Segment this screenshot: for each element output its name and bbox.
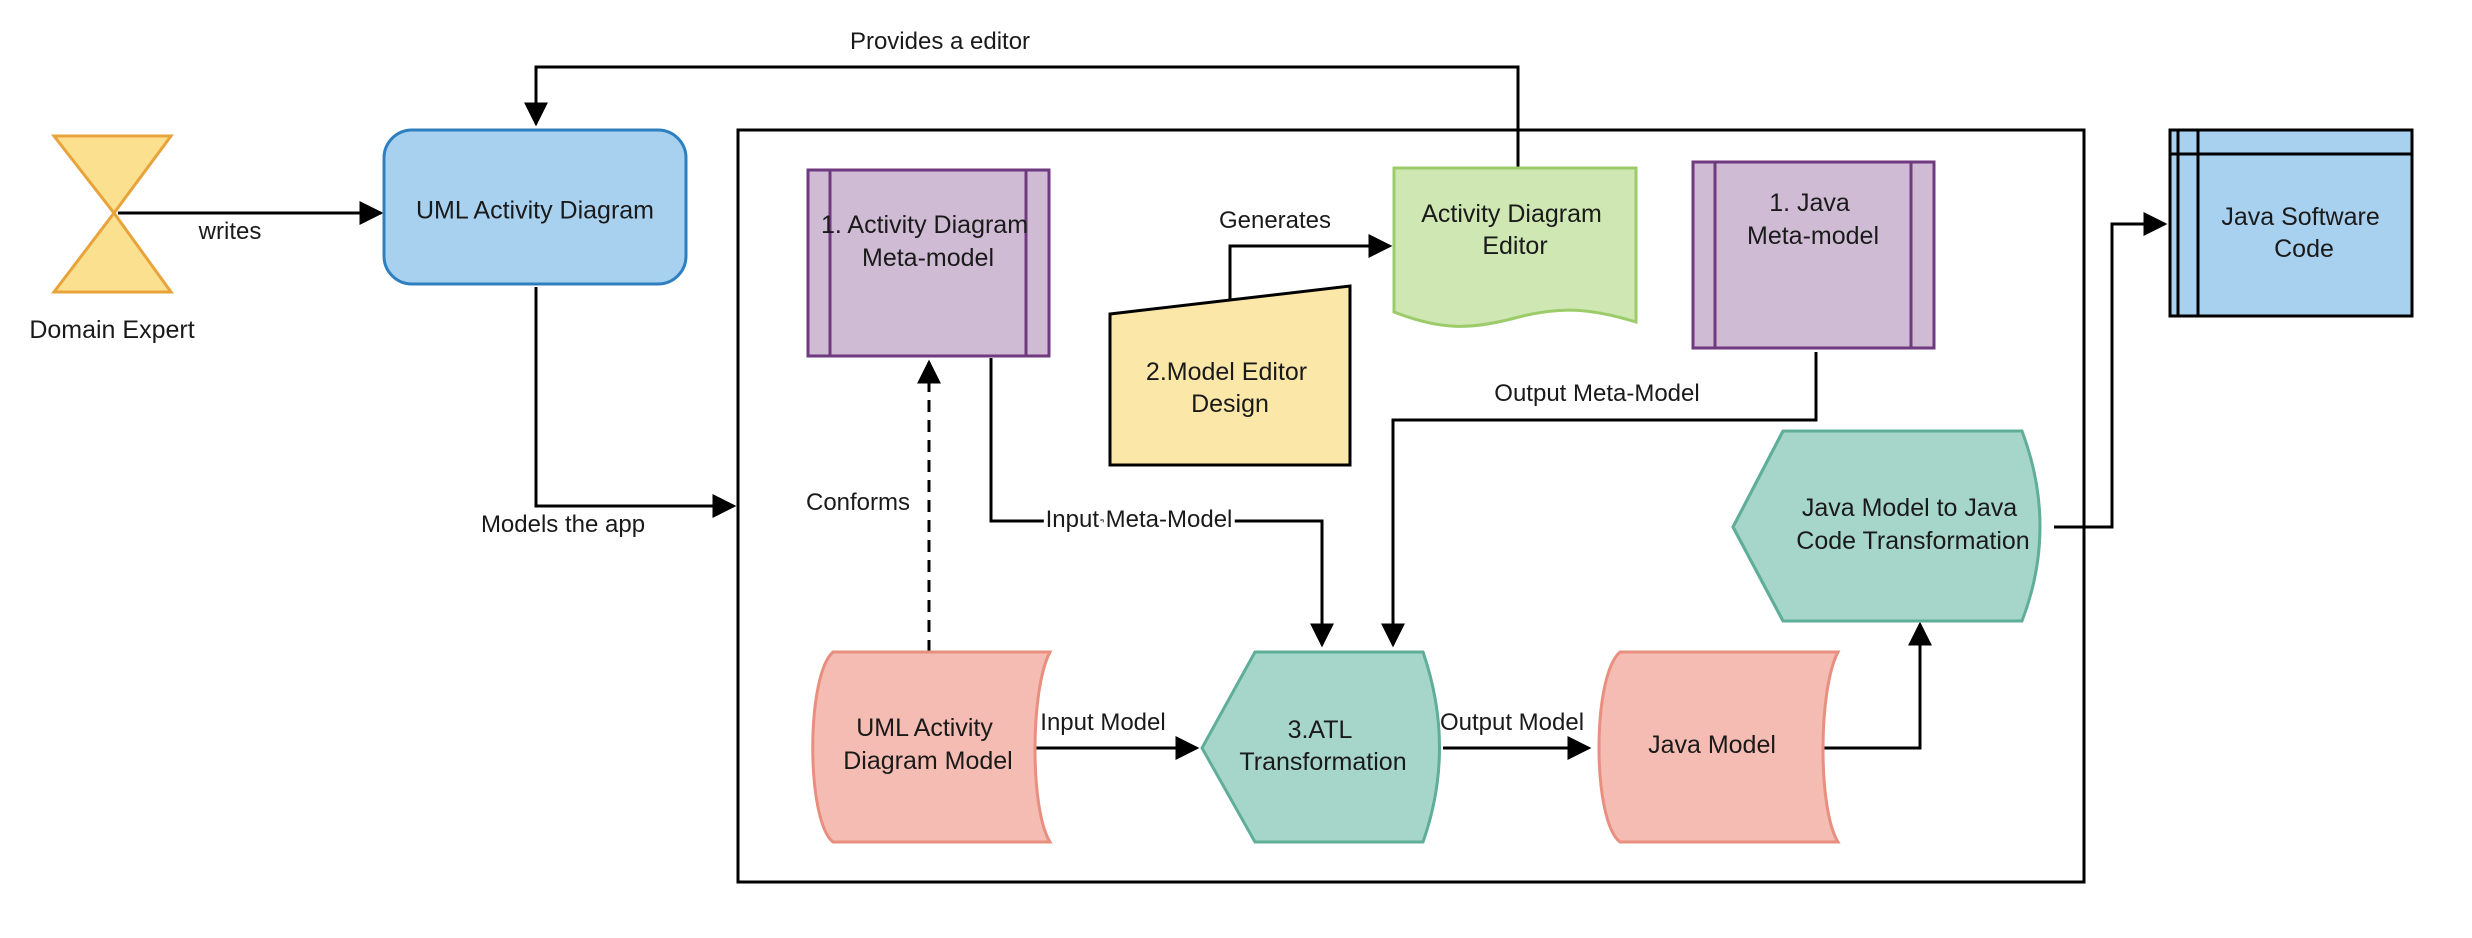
java-model-to-code-line1: Java Model to Java xyxy=(1802,494,2017,522)
label-output-model: Output Model xyxy=(1440,709,1584,736)
java-software-code-line1: Java Software xyxy=(2221,203,2379,231)
model-editor-design-line2: Design xyxy=(1191,390,1269,418)
activity-diagram-editor-label: Activity Diagram Editor xyxy=(1421,200,1609,260)
activity-metamodel-line2: Meta-model xyxy=(862,244,994,272)
uml-activity-model-label: UML Activity Diagram Model xyxy=(843,714,1013,775)
edge-generates xyxy=(1228,234,1393,301)
atl-transformation-line2: Transformation xyxy=(1239,748,1406,776)
activity-metamodel-line1: 1. Activity Diagram xyxy=(821,211,1028,239)
java-software-code-label: Java Software Code xyxy=(2221,203,2386,263)
java-model-label: Java Model xyxy=(1648,731,1776,759)
label-generates: Generates xyxy=(1219,207,1331,234)
java-model-to-code-shape xyxy=(1731,430,1785,622)
activity-diagram-editor-line1: Activity Diagram xyxy=(1421,200,1602,228)
activity-metamodel-node[interactable] xyxy=(806,168,1051,358)
atl-transformation-line1: 3.ATL xyxy=(1288,716,1353,744)
label-input-metamodel: Input Meta-Model xyxy=(1046,506,1233,533)
java-model-to-code-label: Java Model to Java Code Transformation xyxy=(1796,494,2029,555)
model-editor-design-node[interactable] xyxy=(1108,284,1352,467)
system-boundary xyxy=(736,128,2086,884)
java-metamodel-label: 1. Java Meta-model xyxy=(1747,189,1879,250)
label-provides-editor: Provides a editor xyxy=(850,28,1030,55)
java-software-code-line2: Code xyxy=(2274,235,2334,263)
java-metamodel-node[interactable] xyxy=(1691,160,1936,350)
activity-diagram-editor-line2: Editor xyxy=(1482,232,1547,260)
hourglass-actor-icon xyxy=(50,134,174,294)
java-metamodel-line2: Meta-model xyxy=(1747,222,1879,250)
java-model-to-code-node[interactable] xyxy=(1731,429,2042,623)
model-editor-design-line1: 2.Model Editor xyxy=(1146,358,1307,386)
java-software-code-node[interactable] xyxy=(2168,128,2414,318)
java-model-node[interactable] xyxy=(1597,650,1841,844)
label-input-model: Input Model xyxy=(1040,709,1165,736)
edge-input-metamodel xyxy=(989,358,1334,648)
java-metamodel-line1: 1. Java xyxy=(1769,189,1850,217)
activity-diagram-editor-node[interactable] xyxy=(1392,166,1638,328)
edge-output-metamodel xyxy=(1381,352,1818,648)
label-conforms: Conforms xyxy=(806,489,910,516)
edge-to-java-code xyxy=(2054,212,2168,529)
label-writes: writes xyxy=(198,218,262,245)
edge-models-app xyxy=(534,287,737,518)
edge-provides-editor xyxy=(524,65,1520,168)
model-editor-design-label: 2.Model Editor Design xyxy=(1146,358,1314,418)
java-model-to-code-line2: Code Transformation xyxy=(1796,527,2029,555)
uml-activity-model-line1: UML Activity xyxy=(856,714,993,742)
label-models-app: Models the app xyxy=(481,511,645,538)
uml-activity-model-node[interactable] xyxy=(811,650,1053,844)
edge-java-model-to-transform xyxy=(1813,621,1932,750)
uml-activity-model-line2: Diagram Model xyxy=(843,747,1013,775)
uml-activity-diagram-node[interactable] xyxy=(382,128,688,286)
activity-metamodel-label: 1. Activity Diagram Meta-model xyxy=(821,211,1035,272)
atl-transformation-label: 3.ATL Transformation xyxy=(1239,716,1406,776)
label-output-metamodel: Output Meta-Model xyxy=(1494,380,1699,407)
actor-label: Domain Expert xyxy=(29,316,194,344)
atl-transformation-node[interactable] xyxy=(1200,650,1441,844)
uml-activity-diagram-label: UML Activity Diagram xyxy=(416,197,654,225)
